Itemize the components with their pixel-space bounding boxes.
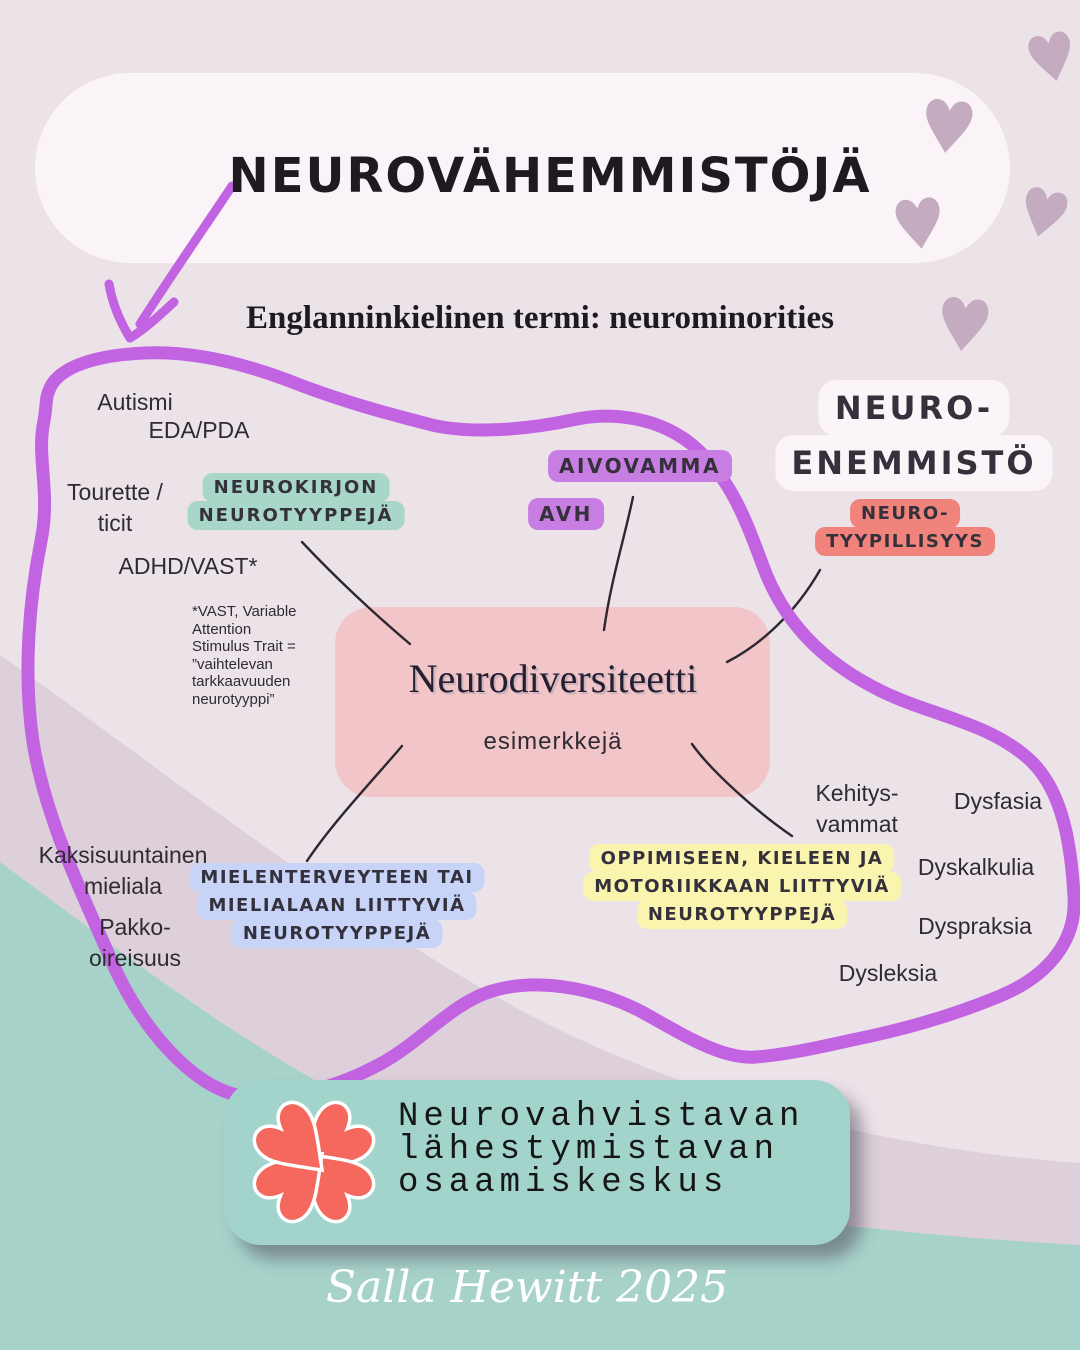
connector-line (305, 744, 404, 863)
title-blob (35, 73, 1010, 263)
footnote-line: Attention (192, 620, 252, 638)
subtitle: Englanninkielinen termi: neurominorities (246, 300, 834, 336)
node-adhd-vast: ADHD/VAST* (118, 553, 258, 579)
label-neurotyypillisyys: NEURO- TYYPILLISYYS (815, 499, 995, 556)
label-aivovamma: AIVOVAMMA (548, 450, 732, 482)
node-line: Kehitys- (815, 780, 899, 806)
label-mielenterveys: MIELENTERVEYTEEN TAI MIELIALAAN LIITTYVI… (189, 863, 485, 948)
arrow-down-left-icon (104, 181, 237, 343)
footnote-line: *VAST, Variable (192, 603, 297, 620)
node-line: mieliala (84, 873, 162, 899)
vast-footnote: *VAST, Variable Attention Stimulus Trait… (192, 603, 297, 708)
node-dyspraksia: Dyspraksia (918, 913, 1032, 939)
footer-org-line: Neurovahvistavan (398, 1098, 805, 1136)
center-box-bg (335, 607, 770, 797)
node-kehitysvammat: Kehitys- vammat (815, 778, 898, 840)
connector-lines (300, 495, 822, 863)
footer-org-line: osaamiskeskus (398, 1164, 729, 1202)
heart-icon (1026, 29, 1078, 86)
pill-line: MIELENTERVEYTEEN TAI (189, 863, 485, 892)
footer-org-name: Neurovahvistavan lähestymistavan osaamis… (398, 1098, 805, 1202)
node-line: Kaksisuuntainen (38, 842, 208, 868)
connector-line (725, 568, 822, 664)
connector-line (300, 540, 412, 646)
node-line: Pakko- (99, 914, 171, 940)
pill-line: OPPIMISEEN, KIELEEN JA (589, 844, 895, 873)
clover-hearts-logo-icon (246, 1094, 382, 1230)
pill-line: AVH (528, 498, 604, 530)
center-subtitle: esimerkkejä (483, 728, 623, 755)
pill-line: NEURO- (818, 380, 1010, 436)
selection-loop (21, 346, 1080, 1105)
pill-line: AIVOVAMMA (548, 450, 732, 482)
pill-line: NEUROTYYPPEJÄ (231, 919, 443, 948)
node-dysleksia: Dysleksia (838, 960, 938, 986)
footnote-line: ”vaihtelevan (192, 655, 273, 673)
page-title: NEUROVÄHEMMISTÖJÄ (228, 148, 872, 204)
pill-line: MIELIALAAN LIITTYVIÄ (197, 891, 477, 920)
label-avh: AVH (528, 498, 604, 530)
label-neuroenemmisto: NEURO- ENEMMISTÖ (775, 380, 1053, 491)
footnote-line: tarkkaavuuden (192, 673, 291, 690)
footnote-line: Stimulus Trait = (192, 638, 296, 655)
footnote-line: neurotyyppi” (192, 690, 275, 708)
node-line: vammat (816, 811, 898, 837)
node-autismi: Autismi (97, 389, 173, 415)
pill-line: NEURO- (850, 499, 960, 528)
footer-org-line: lähestymistavan (398, 1131, 780, 1169)
connector-line (690, 742, 794, 838)
node-line: oireisuus (88, 945, 182, 971)
node-tourette: Tourette / ticit (67, 477, 163, 539)
node-eda-pda: EDA/PDA (148, 417, 250, 443)
label-oppiminen: OPPIMISEEN, KIELEEN JA MOTORIIKKAAN LIIT… (583, 844, 901, 929)
pill-line: ENEMMISTÖ (775, 435, 1053, 491)
pill-line: NEUROKIRJON (202, 473, 390, 502)
node-dyskalkulia: Dyskalkulia (917, 854, 1035, 880)
node-pakko-oireisuus: Pakko- oireisuus (89, 912, 181, 974)
node-line: ticit (97, 510, 133, 536)
heart-icon (938, 295, 990, 354)
heart-icon (1017, 185, 1070, 242)
center-title: Neurodiversiteetti (408, 656, 698, 701)
node-kaksisuuntainen: Kaksisuuntainen mieliala (39, 840, 208, 902)
credit-text: Salla Hewitt 2025 (325, 1262, 729, 1313)
node-dysfasia: Dysfasia (953, 788, 1043, 814)
pill-line: TYYPILLISYYS (815, 527, 995, 556)
pill-line: MOTORIIKKAAN LIITTYVIÄ (583, 872, 901, 901)
pill-line: NEUROTYYPPEJÄ (187, 501, 405, 530)
connector-line (602, 495, 635, 632)
node-line: Tourette / (67, 479, 163, 505)
label-neurokirjon-neurotyypit: NEUROKIRJON NEUROTYYPPEJÄ (187, 473, 405, 530)
pill-line: NEUROTYYPPEJÄ (636, 900, 848, 929)
